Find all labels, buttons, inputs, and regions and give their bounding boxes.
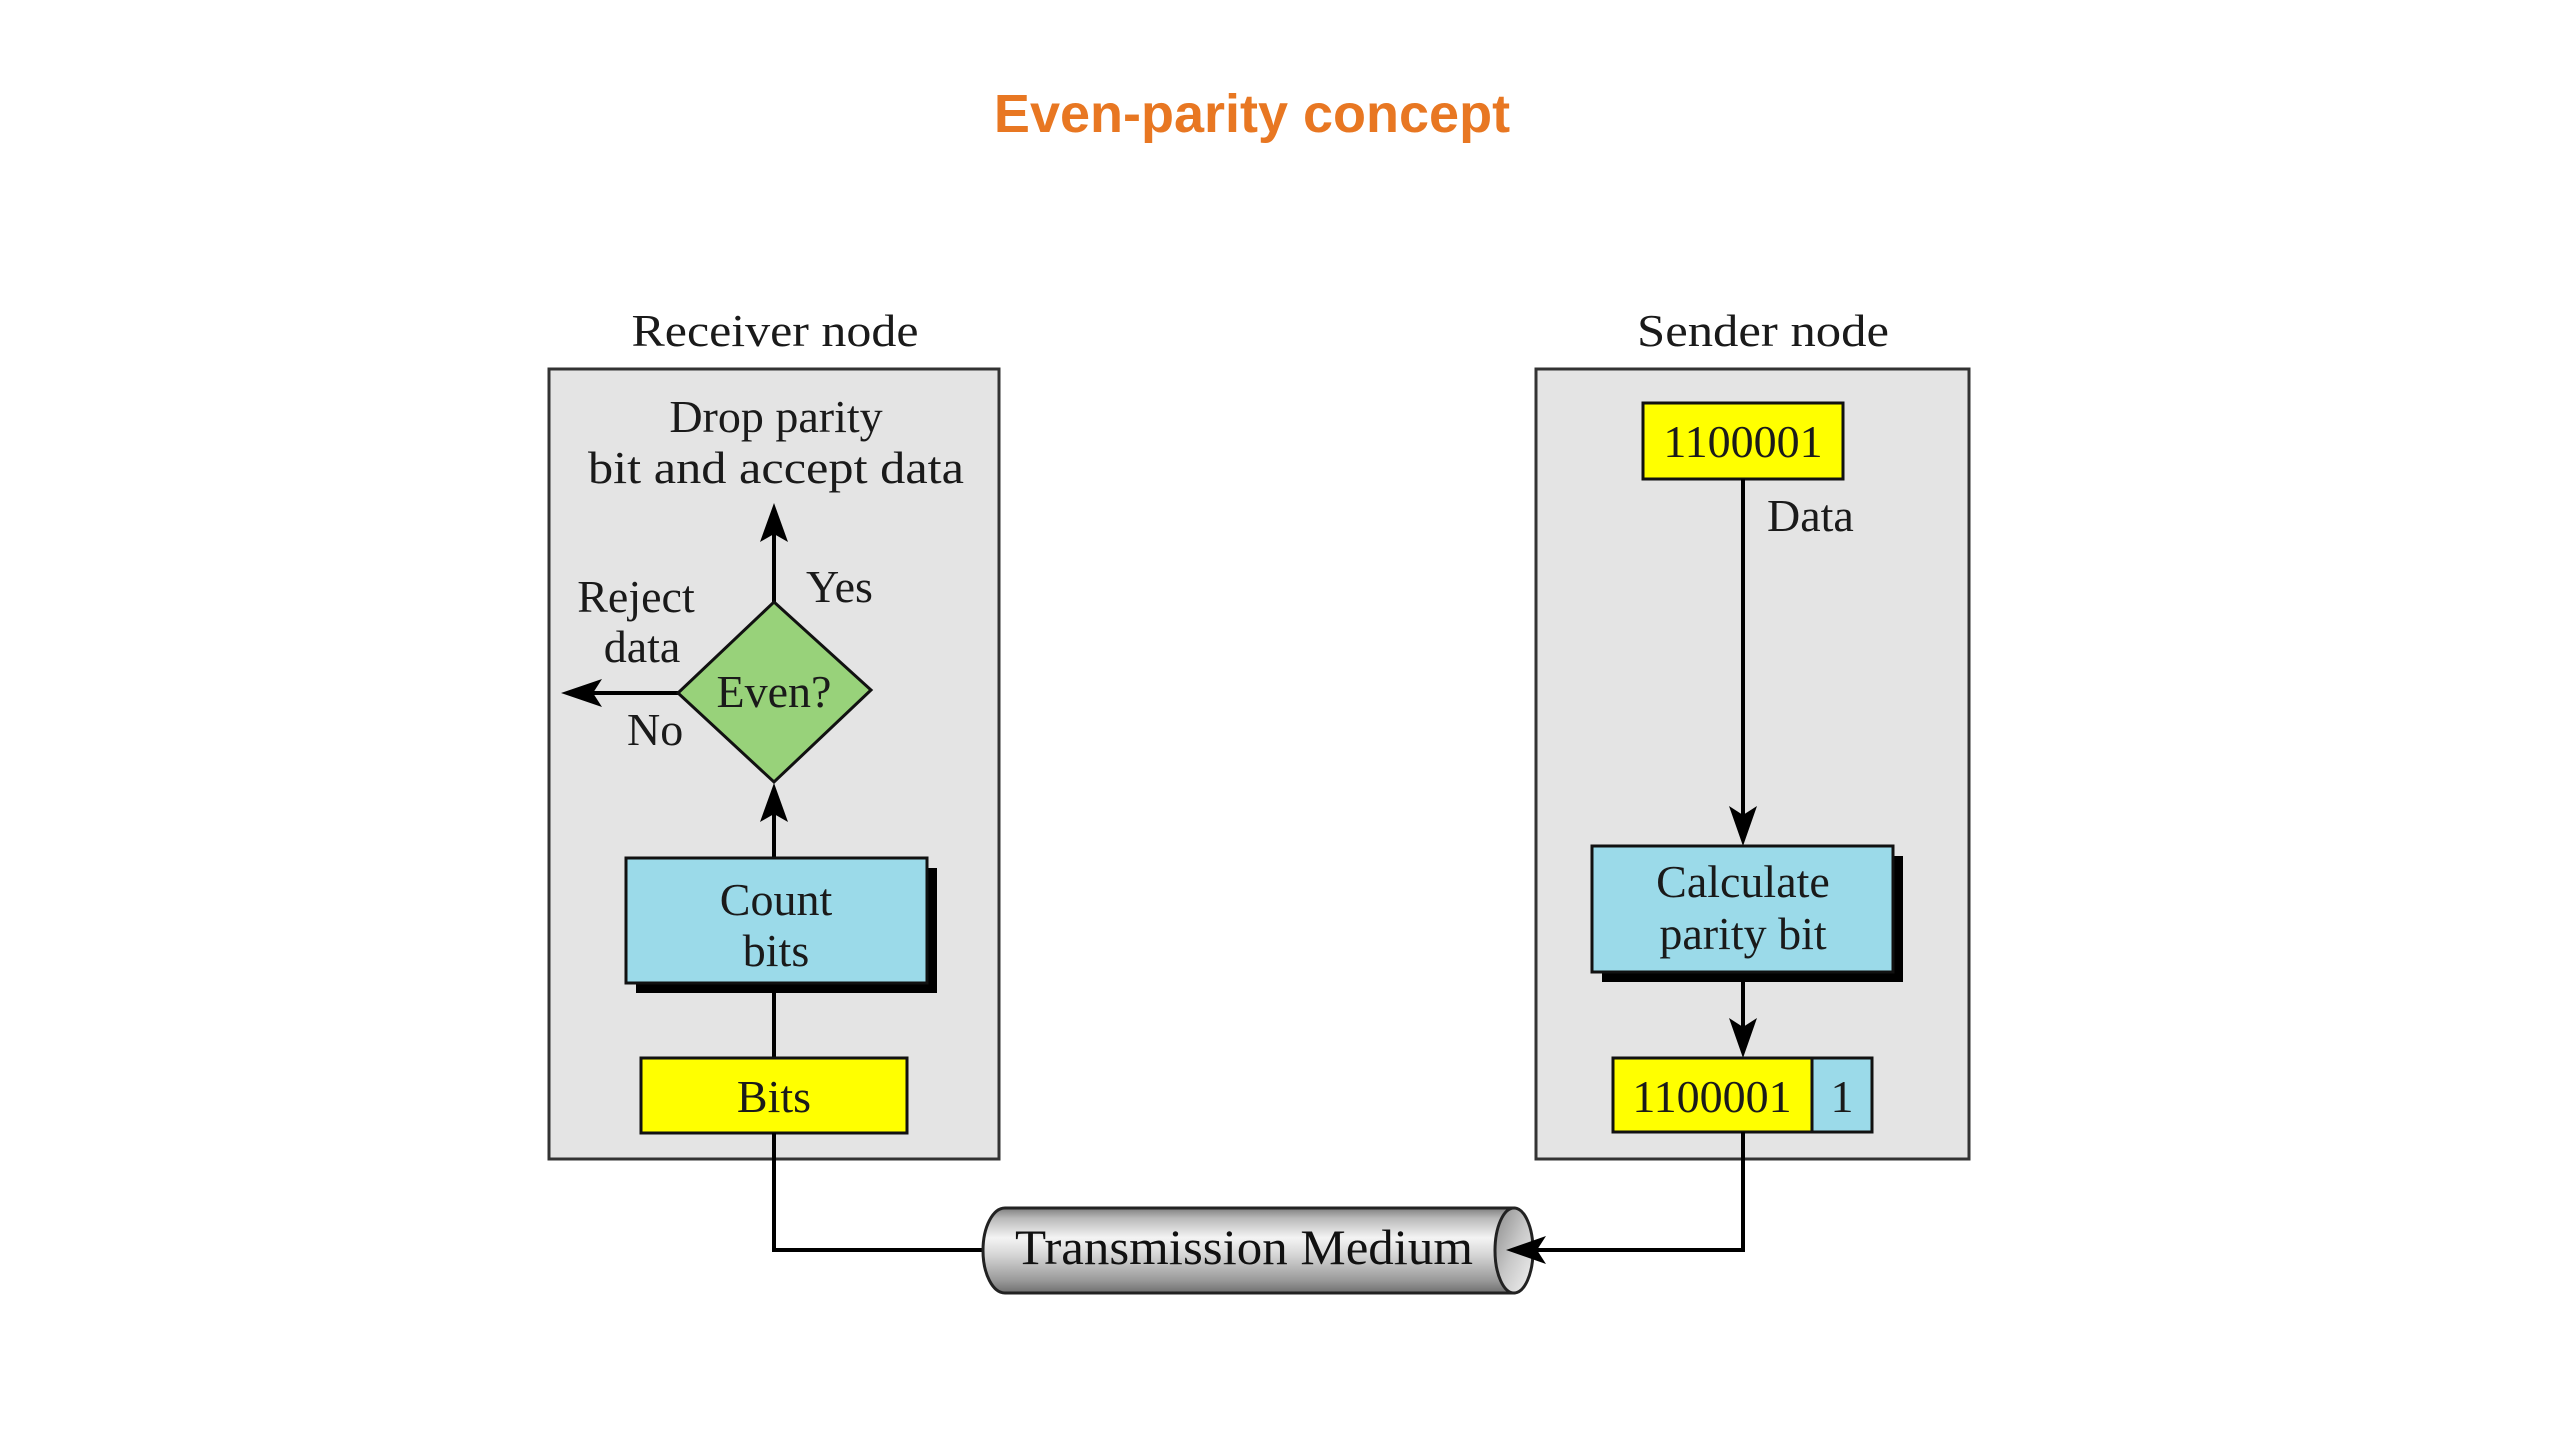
count-bits-label-line1: Count xyxy=(720,874,833,925)
accept-data-label-line2: bit and accept data xyxy=(588,442,964,493)
transmission-medium: Transmission Medium xyxy=(981,1206,1535,1295)
output-data-box xyxy=(1611,1056,1814,1134)
even-decision-label: Even? xyxy=(717,666,832,717)
calc-parity-label-line2: parity bit xyxy=(1659,908,1827,959)
sender-data-value: 1100001 xyxy=(1663,416,1822,467)
sender-node-frame xyxy=(1534,367,1971,1161)
data-label: Data xyxy=(1767,490,1854,541)
medium-label: Transmission Medium xyxy=(1015,1219,1473,1275)
yes-arrowhead-icon xyxy=(760,503,788,542)
yes-label: Yes xyxy=(806,561,873,612)
receiver-node-label: Receiver node xyxy=(632,305,919,356)
no-label: No xyxy=(627,704,683,755)
output-parity-box xyxy=(1810,1056,1874,1134)
calc-parity-box xyxy=(1590,844,1895,974)
calc-parity-label-line1: Calculate xyxy=(1656,856,1830,907)
page-title: Even-parity concept xyxy=(994,84,1510,144)
received-bits-label: Bits xyxy=(737,1071,811,1122)
count-arrowhead-icon xyxy=(760,783,788,822)
sender-to-medium-wire xyxy=(1530,1132,1745,1252)
no-arrowhead-icon xyxy=(561,679,602,707)
medium-to-receiver-wire xyxy=(772,1133,986,1252)
sender-data-box xyxy=(1641,401,1845,481)
calc-arrowhead-icon xyxy=(1729,1018,1757,1058)
medium-arrowhead-icon xyxy=(1506,1236,1546,1264)
count-bits-box xyxy=(624,856,929,985)
output-parity-value: 1 xyxy=(1831,1071,1854,1122)
reject-label-line2: data xyxy=(604,621,681,672)
reject-label-line1: Reject xyxy=(577,571,695,622)
sender-node-label: Sender node xyxy=(1637,305,1889,356)
even-decision-diamond xyxy=(675,599,874,785)
data-arrowhead-icon xyxy=(1729,806,1757,846)
count-bits-label-line2: bits xyxy=(743,925,809,976)
output-data-value: 1100001 xyxy=(1632,1071,1791,1122)
accept-data-label-line1: Drop parity xyxy=(669,391,882,442)
medium-cylinder-body xyxy=(981,1206,1516,1295)
